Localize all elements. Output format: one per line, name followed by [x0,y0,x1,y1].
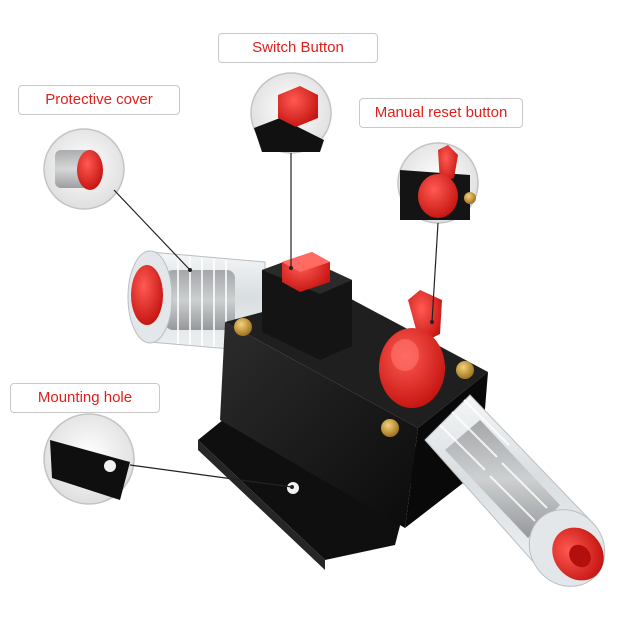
leader-lines [113,153,439,488]
brass-screw [456,361,474,379]
manual-reset-lever-part [379,290,445,408]
switch-button-zoom [250,72,332,154]
brass-screw [381,419,399,437]
protective-cover-label: Protective cover [18,85,180,115]
manual-reset-leader [431,222,439,323]
mounting-hole-label: Mounting hole [10,383,160,413]
left-fuse-holder [127,250,266,353]
protective-cover-leader [113,189,191,271]
left-red-end-cap [131,265,163,325]
mounting-hole-zoom [43,413,135,505]
mounting-hole-leader [129,464,293,488]
brass-screw [234,318,252,336]
switch-button-part [282,252,330,292]
manual-reset-button-label: Manual reset button [359,98,523,128]
right-fuse-holder [424,394,606,587]
manual-reset-zoom [397,142,479,224]
switch-button-label: Switch Button [218,33,378,63]
protective-cover-zoom [43,128,125,210]
